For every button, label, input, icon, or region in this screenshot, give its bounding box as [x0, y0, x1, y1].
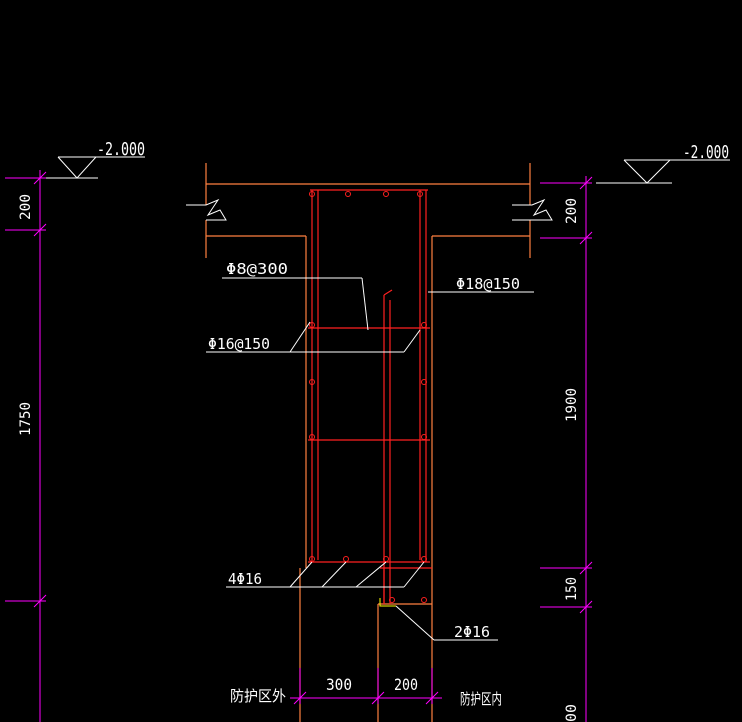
break-symbol-left	[186, 198, 227, 221]
dimension-lines	[5, 170, 593, 722]
dim-bottom-right: 200	[394, 675, 418, 694]
dim-right-top: 200	[564, 198, 580, 224]
dim-right-lower: 150	[564, 577, 580, 601]
break-symbol-right	[512, 198, 553, 221]
elevation-marker-right	[596, 159, 730, 184]
zone-label-outside: 防护区外	[230, 687, 286, 705]
rebar-label-bottom-bars: 4Φ16	[228, 570, 262, 588]
elevation-marker-left	[44, 156, 145, 179]
rebar-dots	[309, 191, 427, 603]
dim-left-top: 200	[18, 194, 34, 220]
dim-right-main: 1900	[564, 388, 580, 422]
rebar-label-horizontal-left: Φ16@150	[208, 335, 270, 353]
dim-left-main: 1750	[18, 402, 34, 436]
elevation-label-left: -2.000	[97, 139, 145, 160]
dim-bottom-left: 300	[326, 675, 352, 694]
leader-lines	[206, 277, 534, 641]
rebar-label-step-bars: 2Φ16	[454, 623, 490, 641]
dim-right-bottom: 00	[564, 704, 580, 722]
rebar-label-vertical-right: Φ18@150	[456, 275, 520, 293]
elevation-label-right: -2.000	[683, 142, 729, 163]
rebar-cage	[308, 189, 432, 604]
rebar-label-stirrup: Φ8@300	[226, 260, 288, 278]
zone-label-inside: 防护区内	[460, 690, 502, 708]
step-highlight	[379, 598, 396, 607]
